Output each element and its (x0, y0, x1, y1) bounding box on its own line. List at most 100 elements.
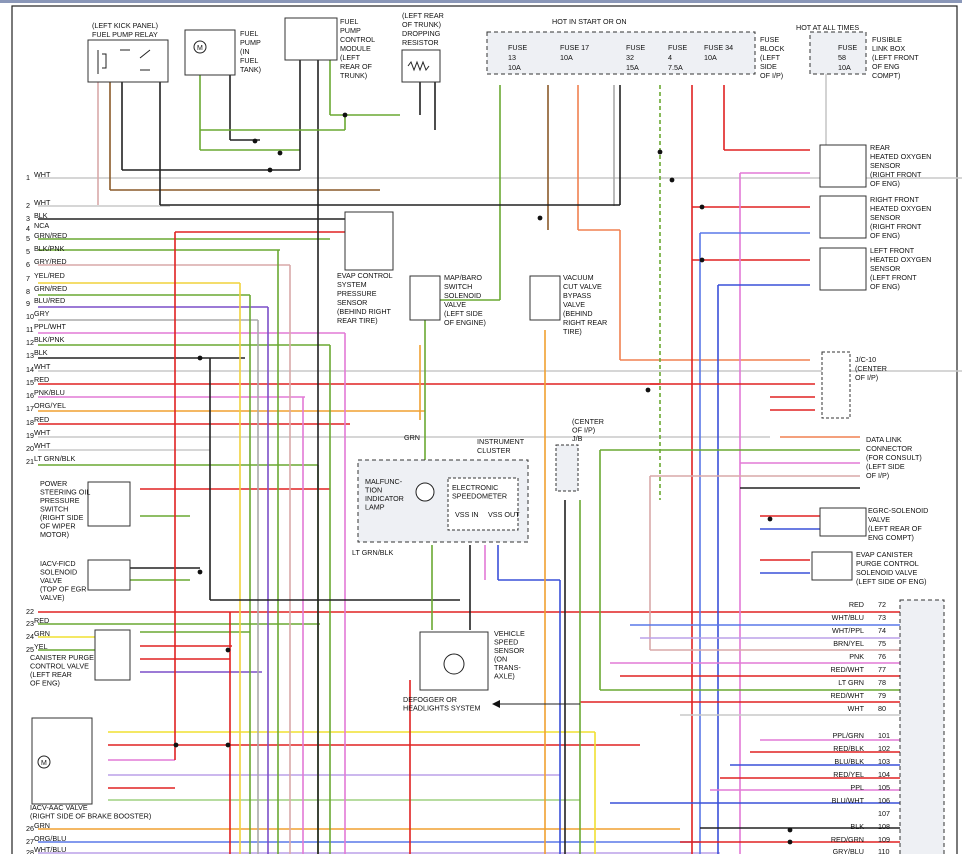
fuel-pump-label-line: FUEL (240, 29, 258, 38)
row-wire-color: GRN/RED (34, 231, 67, 240)
ecm-pin-color: RED/YEL (833, 770, 864, 779)
canister-purge-label-line: CANISTER PURGE (30, 653, 94, 662)
row-number: 10 (26, 312, 34, 321)
evap-press-label-line: EVAP CONTROL (337, 271, 393, 280)
row-wire-color: RED (34, 415, 49, 424)
cluster-label-line: CLUSTER (477, 446, 511, 455)
iacv-aac (31, 717, 93, 805)
wire-ltgrnblk-label: LT GRN/BLK (352, 548, 393, 557)
fuse-block (486, 31, 756, 75)
iacv-ficd-label-line: VALVE) (40, 593, 65, 602)
rear-ho2s-label-line: HEATED OXYGEN (870, 152, 931, 161)
ecm-pin-number: 75 (878, 639, 886, 648)
map-baro-label-line: SOLENOID (444, 291, 481, 300)
defogger-label-line: DEFOGGER OR (403, 695, 457, 704)
row-wire-color: WHT/BLU (34, 845, 66, 854)
ps-switch-label-line: STEERING OIL (40, 488, 90, 497)
row-number: 15 (26, 378, 34, 387)
ecm-pin-color: GRY/BLU (833, 847, 864, 854)
fpcm-label-line: CONTROL (340, 35, 375, 44)
ecm-connector (899, 599, 945, 854)
map-baro-label-line: OF ENGINE) (444, 318, 486, 327)
row-number: 21 (26, 457, 34, 466)
ecm-pin-number: 107 (878, 809, 890, 818)
ecm-pin-color: BLK (850, 822, 864, 831)
egrc-label-line: EGRC-SOLENOID (868, 506, 928, 515)
row-number: 28 (26, 848, 34, 854)
row-number: 7 (26, 274, 30, 283)
fuel-pump-relay (87, 39, 169, 83)
fuse-number: 4 (668, 53, 672, 62)
row-wire-color: WHT (34, 198, 51, 207)
fuse-block-label-line: (LEFT (760, 53, 781, 62)
ecm-pin-color: WHT (848, 704, 865, 713)
jb-label-line: J/B (572, 434, 583, 443)
vss-label-line: TRANS- (494, 663, 521, 672)
relay-label-line: FUEL PUMP RELAY (92, 30, 158, 39)
fuse-block-label-line: FUSE (760, 35, 779, 44)
row-number: 11 (26, 325, 33, 334)
row-number: 18 (26, 418, 34, 427)
dlc-label-line: CONNECTOR (866, 444, 912, 453)
fuse-number: 32 (626, 53, 634, 62)
ecm-pin-number: 79 (878, 691, 886, 700)
evap-press-label-line: REAR TIRE) (337, 316, 378, 325)
resistor-icon (407, 60, 430, 72)
rf-ho2s-label-line: (RIGHT FRONT (870, 222, 922, 231)
defogger-label-line: HEADLIGHTS SYSTEM (403, 704, 480, 713)
row-wire-color: WHT (34, 428, 51, 437)
resistor-label-line: DROPPING (402, 29, 441, 38)
row-number: 4 (26, 224, 30, 233)
canister-purge-label-line: (LEFT REAR (30, 670, 72, 679)
dlc-label-line: (LEFT SIDE (866, 462, 905, 471)
row-number: 9 (26, 299, 30, 308)
resistor-label-line: OF TRUNK) (402, 20, 441, 29)
map-baro-valve (409, 275, 441, 321)
cluster-label-line: INSTRUMENT (477, 437, 525, 446)
rear-ho2s-label-line: SENSOR (870, 161, 900, 170)
rear-ho2s (819, 144, 867, 188)
row-wire-color: LT GRN/BLK (34, 454, 75, 463)
row-wire-color: BLU/RED (34, 296, 65, 305)
rf-ho2s-label-line: OF ENG) (870, 231, 900, 240)
row-wire-color: RED (34, 375, 49, 384)
rear-ho2s-label-line: OF ENG) (870, 179, 900, 188)
row-number: 22 (26, 607, 34, 616)
vacuum-cut-label-line: CUT VALVE (563, 282, 602, 291)
row-wire-color: WHT (34, 441, 51, 450)
ps-switch-label-line: OF WIPER (40, 522, 76, 531)
ecm-pin-color: RED/WHT (830, 665, 864, 674)
fuse-amp: 7.5A (668, 63, 683, 72)
canister-purge-label-line: CONTROL VALVE (30, 662, 89, 671)
fuel-pump-control-module (284, 17, 338, 61)
row-number: 14 (26, 365, 34, 374)
ecm-pin-number: 73 (878, 613, 886, 622)
row-wire-color: WHT (34, 170, 51, 179)
fuse-block-label-line: BLOCK (760, 44, 785, 53)
relay-label-line: (LEFT KICK PANEL) (92, 21, 158, 30)
ecm-pin-number: 77 (878, 665, 886, 674)
mil-label-line: MALFUNC- (365, 477, 403, 486)
evap-purge-label-line: PURGE CONTROL (856, 559, 919, 568)
ecm-pin-color: PPL/GRN (832, 731, 864, 740)
row-wire-color: GRN/RED (34, 284, 67, 293)
dlc-label-line: (FOR CONSULT) (866, 453, 922, 462)
map-baro-label-line: (LEFT SIDE (444, 309, 483, 318)
iacv-aac-label-line: IACV-AAC VALVE (30, 803, 88, 812)
fuse-block-label-line: OF I/P) (760, 71, 783, 80)
ecm-pin-number: 80 (878, 704, 886, 713)
fpcm-label-line: PUMP (340, 26, 361, 35)
dlc-label-line: DATA LINK (866, 435, 902, 444)
dlc-label-line: OF I/P) (866, 471, 889, 480)
row-wire-color: GRY (34, 309, 50, 318)
fuse-amp: 15A (626, 63, 639, 72)
row-wire-color: BLK (34, 211, 48, 220)
evap-press-label-line: PRESSURE (337, 289, 377, 298)
fusible-label-line: FUSIBLE (872, 35, 902, 44)
fpcm-label-line: REAR OF (340, 62, 373, 71)
ps-switch (87, 481, 131, 527)
fusible-label-line: OF ENG (872, 62, 900, 71)
lf-ho2s (819, 247, 867, 291)
row-number: 2 (26, 201, 30, 210)
